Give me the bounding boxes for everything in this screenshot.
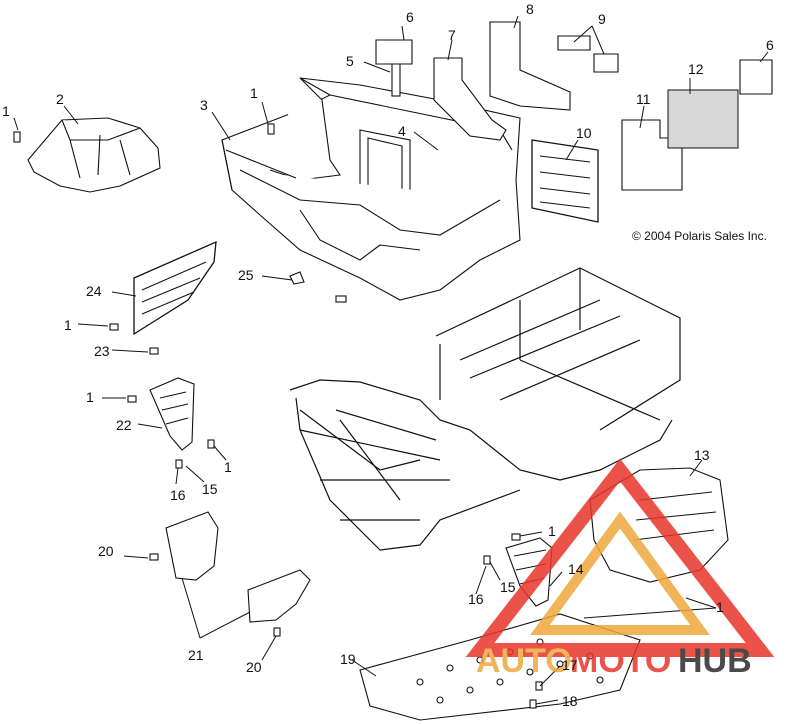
callout-4: 4 [398,123,406,139]
part-21-guard [247,569,311,623]
callout-numbers: 1 2 3 1 4 5 6 7 8 9 10 11 12 6 24 25 1 2… [2,1,774,709]
front-floor-cover-part [27,117,161,193]
callout-14: 14 [568,561,584,577]
callout-1: 1 [548,523,556,539]
callout-20: 20 [246,659,262,675]
callout-5: 5 [346,53,354,69]
callout-24: 24 [86,283,102,299]
part-6-pad-left [375,39,413,65]
watermark-hub: HUB [678,642,752,680]
chassis-frame-part [289,267,681,551]
part-20-guard [165,511,219,581]
callout-21: 21 [188,647,204,663]
callout-3: 3 [200,97,208,113]
part-12-pad [667,89,739,149]
callout-1: 1 [250,85,258,101]
callout-10: 10 [576,125,592,141]
callout-19: 19 [340,651,356,667]
pad-parts-right [621,59,773,191]
callout-16: 16 [170,487,186,503]
parts-20-21 [165,511,311,623]
cab-tub-part [221,77,521,301]
fastener-parts [13,123,543,709]
callout-18: 18 [562,693,578,709]
callout-17: 17 [562,657,578,673]
copyright-text: © 2004 Polaris Sales Inc. [632,229,767,243]
callout-12: 12 [688,61,704,77]
callout-2: 2 [56,91,64,107]
callout-6: 6 [766,37,774,53]
callout-9: 9 [598,11,606,27]
watermark-moto: MOTO [570,642,671,680]
callout-7: 7 [448,27,456,43]
side-panel-part-24 [133,240,217,336]
callout-1: 1 [224,459,232,475]
leader-lines [13,15,769,705]
callout-15: 15 [500,579,516,595]
panel-parts-group [375,21,619,141]
callout-16: 16 [468,591,484,607]
watermark-logo: AUTO MOTO HUB [465,458,775,680]
watermark-auto: AUTO [476,642,572,680]
callout-20: 20 [98,543,114,559]
part-8-panel [489,21,571,111]
callout-1: 1 [86,389,94,405]
callout-25: 25 [238,267,254,283]
guard-part-22 [149,377,195,451]
callout-23: 23 [94,343,110,359]
callout-22: 22 [116,417,132,433]
part-6-pad-right [739,59,773,95]
callout-8: 8 [526,1,534,17]
callout-1: 1 [716,599,724,615]
callout-1: 1 [2,103,10,119]
callout-15: 15 [202,481,218,497]
callout-11: 11 [636,91,651,107]
callout-1: 1 [64,317,72,333]
part-9-pads [557,35,619,73]
part-25-clip [289,271,305,285]
part-7-panel [433,57,507,141]
callout-6: 6 [406,9,414,25]
callout-13: 13 [694,447,710,463]
grille-part-10 [531,139,599,223]
